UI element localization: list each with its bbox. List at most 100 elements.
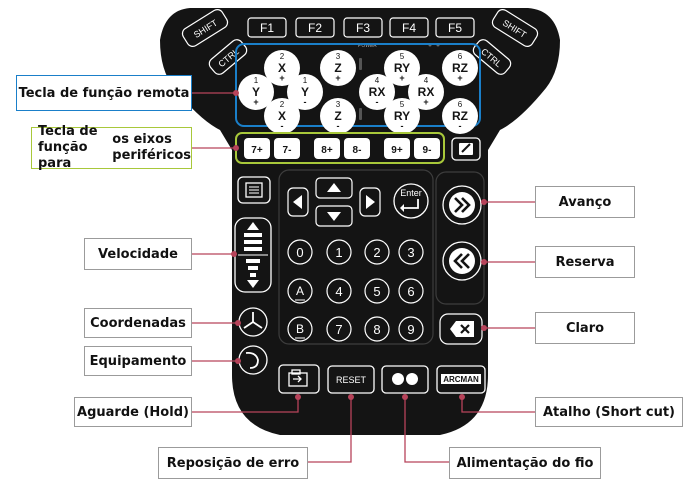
axis-key-9[interactable]: 5RY-	[384, 98, 420, 134]
digit-key-label: 9	[407, 322, 414, 337]
peripheral-key-label: 8-	[353, 145, 362, 156]
f2-key[interactable]: F2	[295, 17, 335, 38]
axis-key-sign: +	[399, 73, 404, 83]
axis-key-number: 4	[424, 76, 429, 85]
f4-label: F4	[402, 21, 416, 35]
digit-key-2[interactable]: 2	[364, 239, 390, 265]
arrow-left-key[interactable]	[287, 187, 309, 217]
speed-down-icon	[246, 259, 260, 263]
peripheral-key-label: 7+	[251, 145, 263, 156]
speed-label: Velocidade	[84, 238, 192, 270]
axis-key-4[interactable]: 3Z+	[320, 50, 356, 86]
f1-key[interactable]: F1	[247, 17, 287, 38]
peripheral-key-label: 8+	[321, 145, 333, 156]
peripheral-key-group: 7+ 7- 8+ 8- 9+ 9-	[244, 138, 440, 159]
digit-key-label: 0	[296, 245, 303, 260]
axis-key-8[interactable]: 5RY+	[384, 50, 420, 86]
coordinate-axes-icon	[243, 312, 263, 329]
arrow-up-key[interactable]	[315, 177, 353, 199]
letter-key-letter_b[interactable]: B	[287, 316, 313, 342]
axis-key-axis: RY	[394, 109, 410, 123]
digit-key-7[interactable]: 7	[326, 316, 352, 342]
peripheral-axes-line-2: os eixos periféricos	[112, 132, 192, 163]
digit-key-label: 6	[407, 284, 414, 299]
axis-key-sign: -	[401, 121, 404, 131]
digit-key-label: 7	[335, 322, 342, 337]
digit-key-label: 1	[335, 245, 342, 260]
digit-key-0[interactable]: 0	[287, 239, 313, 265]
axis-key-number: 5	[400, 52, 405, 61]
backward-key[interactable]	[442, 241, 482, 281]
arrow-left-icon	[293, 195, 302, 209]
digit-key-8[interactable]: 8	[364, 316, 390, 342]
axis-key-0[interactable]: 1Y+	[238, 74, 274, 110]
axis-key-2[interactable]: 2X+	[264, 50, 300, 86]
axis-key-7[interactable]: 4RX+	[408, 74, 444, 110]
reset-key[interactable]: RESET	[327, 365, 375, 394]
f3-key[interactable]: F3	[343, 17, 383, 38]
f5-key[interactable]: F5	[435, 17, 475, 38]
axis-key-10[interactable]: 6RZ+	[442, 50, 478, 86]
menu-key[interactable]	[237, 176, 271, 204]
digit-key-1[interactable]: 1	[326, 239, 352, 265]
peripheral-key-4[interactable]: 9+	[384, 138, 410, 159]
axis-key-axis: Z	[334, 109, 341, 123]
digit-key-label: 5	[373, 284, 380, 299]
reset-label: RESET	[336, 375, 367, 385]
axis-key-11[interactable]: 6RZ-	[442, 98, 478, 134]
letter-key-letter_a[interactable]: A	[287, 278, 313, 304]
peripheral-key-0[interactable]: 7+	[244, 138, 270, 159]
axis-key-axis: Z	[334, 61, 341, 75]
clear-key[interactable]	[439, 313, 483, 345]
axis-key-sign: -	[376, 97, 379, 107]
peripheral-key-2[interactable]: 8+	[314, 138, 340, 159]
hold-key[interactable]	[278, 364, 320, 394]
hold-icon	[288, 369, 308, 387]
axis-key-sign: -	[304, 97, 307, 107]
enter-key[interactable]: Enter	[393, 183, 429, 219]
hold-label: Aguarde (Hold)	[74, 397, 192, 427]
axis-key-axis: X	[278, 109, 286, 123]
tool-key[interactable]	[451, 137, 481, 161]
axis-key-5[interactable]: 3Z-	[320, 98, 356, 134]
f2-label: F2	[308, 21, 322, 35]
shortcut-key[interactable]: ARCMAN	[436, 365, 486, 394]
digit-key-label: 4	[335, 284, 342, 299]
axis-key-sign: +	[457, 73, 462, 83]
axis-key-number: 2	[280, 52, 285, 61]
axis-key-3[interactable]: 2X-	[264, 98, 300, 134]
axis-key-axis: RX	[418, 85, 435, 99]
f5-label: F5	[448, 21, 462, 35]
backward-label: Reserva	[535, 246, 635, 278]
digit-key-9[interactable]: 9	[398, 316, 424, 342]
axis-key-group: 1Y+1Y-2X+2X-3Z+3Z-4RX-4RX+5RY+5RY-6RZ+6R…	[238, 50, 478, 134]
peripheral-key-label: 9-	[423, 145, 432, 156]
enter-icon	[404, 199, 419, 209]
forward-key[interactable]	[442, 185, 482, 225]
clear-label: Claro	[535, 312, 635, 344]
digit-key-3[interactable]: 3	[398, 239, 424, 265]
digit-key-4[interactable]: 4	[326, 278, 352, 304]
axis-key-number: 1	[303, 76, 308, 85]
axis-key-sign: -	[281, 121, 284, 131]
f3-label: F3	[356, 21, 370, 35]
axis-key-axis: Y	[301, 85, 309, 99]
arrow-right-key[interactable]	[359, 187, 381, 217]
digit-key-5[interactable]: 5	[364, 278, 390, 304]
backward-icon	[453, 253, 470, 269]
digit-key-6[interactable]: 6	[398, 278, 424, 304]
f4-key[interactable]: F4	[389, 17, 429, 38]
axis-key-6[interactable]: 4RX-	[359, 74, 395, 110]
axis-key-axis: RZ	[452, 109, 468, 123]
peripheral-key-3[interactable]: 8-	[344, 138, 370, 159]
axis-key-number: 3	[336, 100, 341, 109]
axis-key-number: 6	[458, 52, 463, 61]
axis-key-1[interactable]: 1Y-	[287, 74, 323, 110]
peripheral-key-5[interactable]: 9-	[414, 138, 440, 159]
digit-key-label: 2	[373, 245, 380, 260]
power-label: POWER	[358, 43, 377, 49]
wire-feed-key[interactable]	[381, 365, 429, 394]
arrow-down-key[interactable]	[315, 205, 353, 227]
peripheral-key-1[interactable]: 7-	[274, 138, 300, 159]
